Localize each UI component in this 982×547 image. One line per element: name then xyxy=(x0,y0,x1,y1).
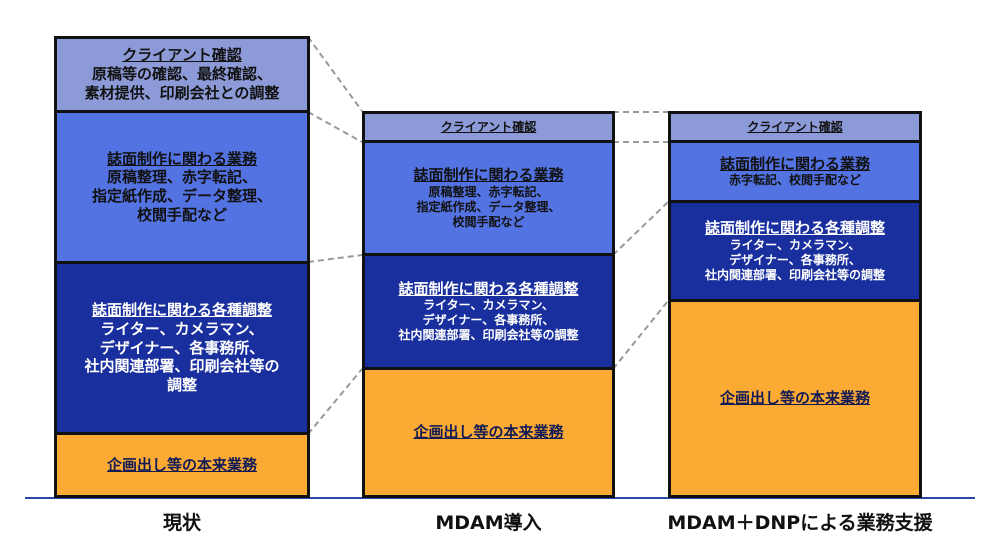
segment-line: 社内関連部署、印刷会社等の xyxy=(84,357,280,376)
segment-line: デザイナー、各事務所、 xyxy=(729,252,861,267)
segment-title: クライアント確認 xyxy=(122,46,242,65)
segment-coordination: 誌面制作に関わる各種調整 ライター、カメラマン、 デザイナー、各事務所、 社内関… xyxy=(54,264,310,435)
segment-line: 社内関連部署、印刷会社等の調整 xyxy=(398,328,579,343)
segment-title: 誌面制作に関わる各種調整 xyxy=(704,219,885,238)
segment-client-check: クライアント確認 xyxy=(668,111,922,143)
segment-editorial-work: 誌面制作に関わる業務 赤字転記、校閲手配など xyxy=(668,143,922,203)
segment-line: 調整 xyxy=(166,376,197,395)
segment-line: 指定紙作成、データ整理、 xyxy=(91,187,272,205)
segment-line: デザイナー、各事務所、 xyxy=(99,338,265,357)
segment-line: 指定紙作成、データ整理、 xyxy=(416,199,561,214)
segment-line: ライター、カメラマン、 xyxy=(423,298,554,313)
segment-editorial-work: 誌面制作に関わる業務 原稿整理、赤字転記、 指定紙作成、データ整理、 校閲手配な… xyxy=(54,113,310,264)
segment-core-work: 企画出し等の本来業務 xyxy=(362,370,615,498)
segment-title: 誌面制作に関わる業務 xyxy=(106,149,257,168)
column-mdam: クライアント確認 誌面制作に関わる業務 原稿整理、赤字転記、 指定紙作成、データ… xyxy=(362,111,615,498)
segment-line: デザイナー、各事務所、 xyxy=(422,313,555,328)
segment-client-check: クライアント確認 原稿等の確認、最終確認、 素材提供、印刷会社との調整 xyxy=(54,36,310,113)
segment-line: 素材提供、印刷会社との調整 xyxy=(84,83,280,102)
segment-coordination: 誌面制作に関わる各種調整 ライター、カメラマン、 デザイナー、各事務所、 社内関… xyxy=(362,256,615,370)
segment-core-work: 企画出し等の本来業務 xyxy=(54,435,310,498)
column-label-mdam-dnp: MDAM＋DNPによる業務支援 xyxy=(667,512,933,534)
segment-title: 企画出し等の本来業務 xyxy=(106,455,257,474)
segment-line: 原稿整理、赤字転記、 xyxy=(428,184,549,199)
segment-line: 校閲手配など xyxy=(452,214,525,229)
column-label-mdam: MDAM導入 xyxy=(435,512,542,534)
segment-title: 企画出し等の本来業務 xyxy=(719,389,870,408)
segment-title: クライアント確認 xyxy=(747,119,843,134)
segment-line: 社内関連部署、印刷会社等の調整 xyxy=(704,267,885,282)
segment-line: ライター、カメラマン、 xyxy=(729,237,861,252)
segment-line: 校閲手配など xyxy=(136,205,227,224)
segment-coordination: 誌面制作に関わる各種調整 ライター、カメラマン、 デザイナー、各事務所、 社内関… xyxy=(668,203,922,302)
segment-line: 原稿等の確認、最終確認、 xyxy=(91,65,272,84)
segment-line: ライター、カメラマン、 xyxy=(100,319,264,338)
segment-title: 誌面制作に関わる業務 xyxy=(413,166,564,185)
segment-title: クライアント確認 xyxy=(440,119,537,134)
segment-title: 誌面制作に関わる各種調整 xyxy=(398,279,579,298)
segment-line: 原稿整理、赤字転記、 xyxy=(106,168,257,187)
segment-line: 赤字転記、校閲手配など xyxy=(728,173,861,188)
segment-title: 誌面制作に関わる各種調整 xyxy=(91,301,272,320)
column-current: クライアント確認 原稿等の確認、最終確認、 素材提供、印刷会社との調整 誌面制作… xyxy=(54,36,310,498)
segment-client-check: クライアント確認 xyxy=(362,111,615,143)
segment-core-work: 企画出し等の本来業務 xyxy=(668,302,922,498)
segment-title: 企画出し等の本来業務 xyxy=(413,423,564,442)
column-mdam-dnp: クライアント確認 誌面制作に関わる業務 赤字転記、校閲手配など 誌面制作に関わる… xyxy=(668,111,922,498)
segment-editorial-work: 誌面制作に関わる業務 原稿整理、赤字転記、 指定紙作成、データ整理、 校閲手配な… xyxy=(362,143,615,256)
column-label-current: 現状 xyxy=(162,512,201,534)
segment-title: 誌面制作に関わる業務 xyxy=(719,154,870,173)
